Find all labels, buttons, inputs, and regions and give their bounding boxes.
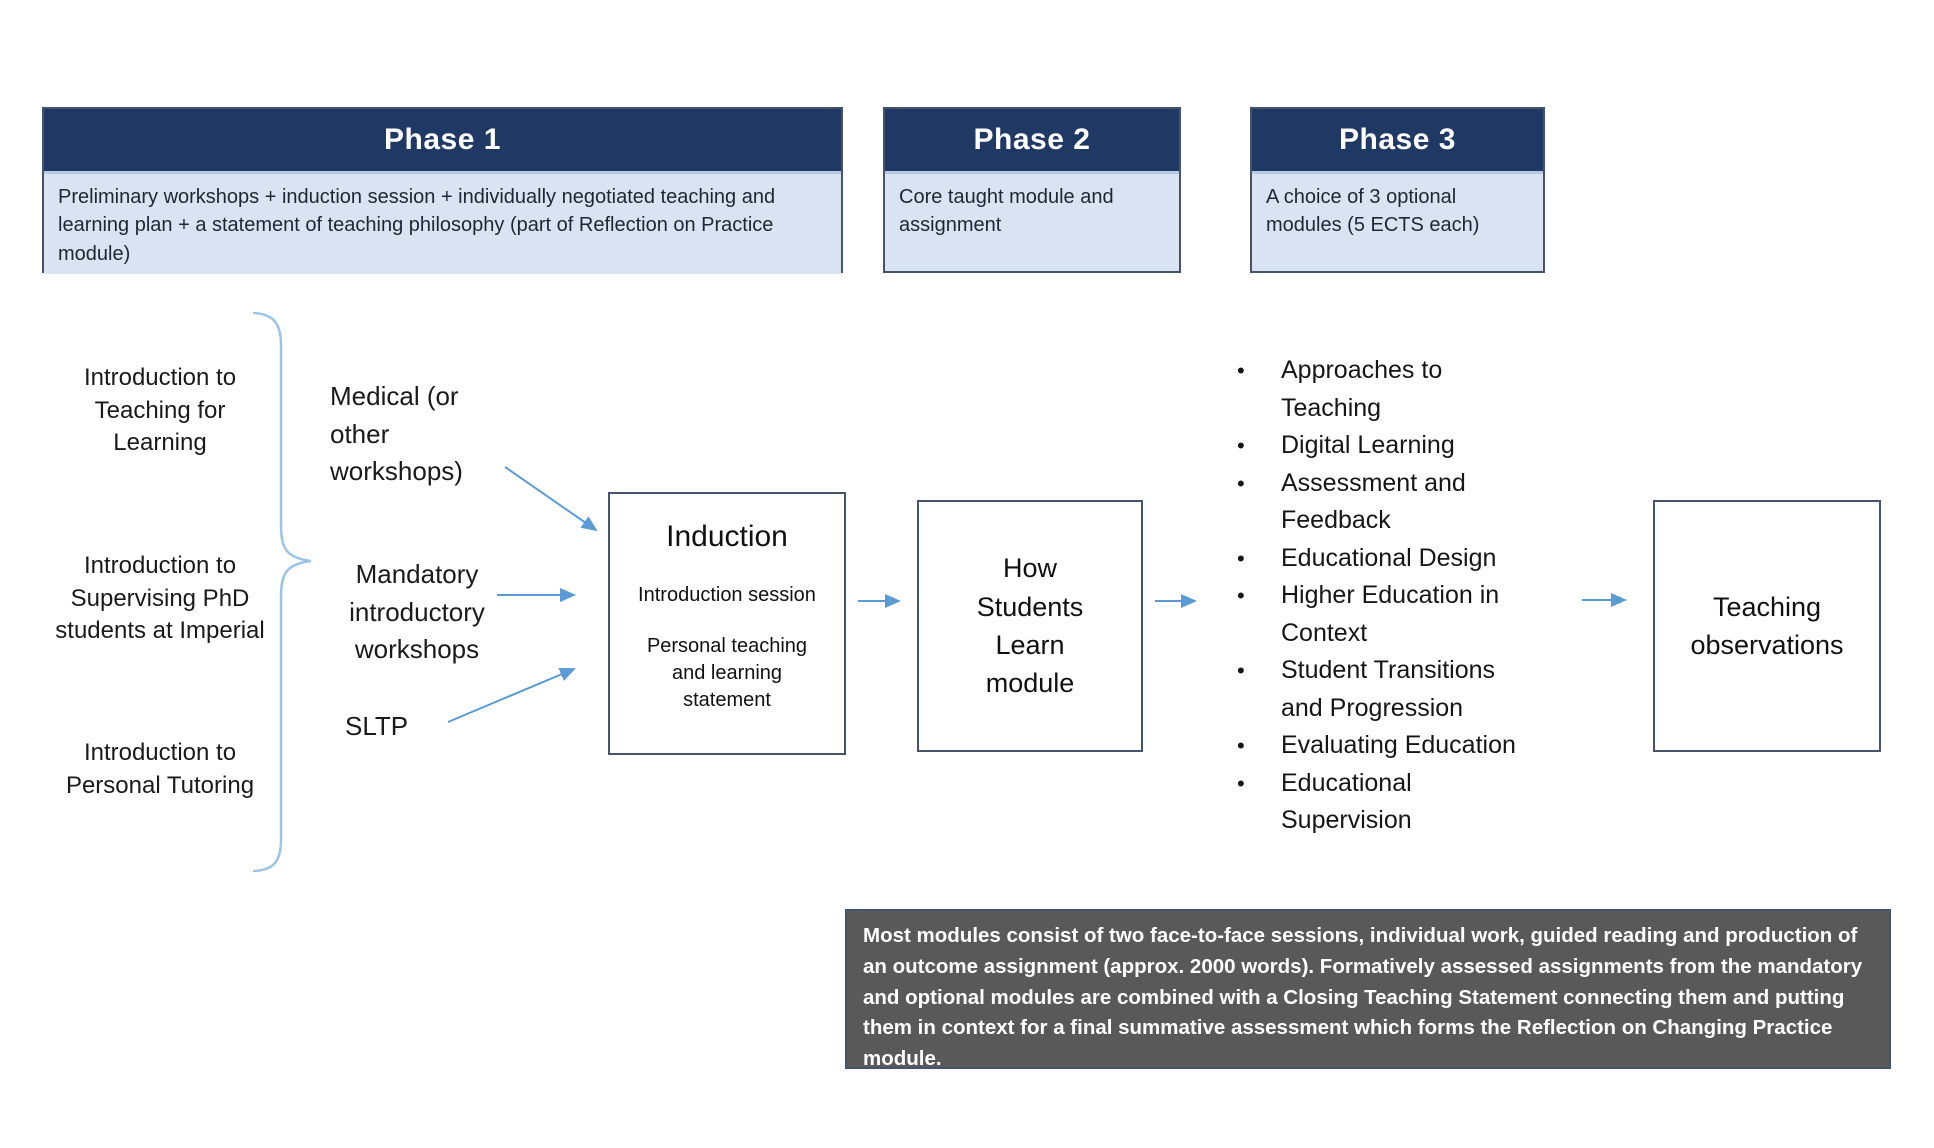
bullet-icon: • [1237, 770, 1245, 796]
phase-2-description: Core taught module and assignment [885, 174, 1179, 271]
list-item: • Digital Learning [1237, 427, 1637, 465]
intro-item-personal-tutoring: Introduction to Personal Tutoring [65, 739, 255, 799]
phase-2-box: Phase 2 Core taught module and assignmen… [883, 107, 1181, 273]
phase-1-title: Phase 1 [44, 109, 841, 174]
induction-session-label: Introduction session [638, 584, 816, 606]
phase-3-title: Phase 3 [1252, 109, 1543, 174]
bullet-icon: • [1237, 545, 1245, 571]
teaching-observations-box: Teaching observations [1653, 500, 1881, 752]
list-item: • Educational Design [1237, 540, 1637, 578]
phase-3-box: Phase 3 A choice of 3 optional modules (… [1250, 107, 1545, 273]
list-item: • Educational Supervision [1237, 765, 1637, 840]
teaching-observations-label: Teaching observations [1690, 591, 1844, 660]
bullet-icon: • [1237, 358, 1245, 383]
bullet-icon: • [1237, 433, 1245, 458]
list-item: • Evaluating Education [1237, 727, 1637, 765]
phase-1-box: Phase 1 Preliminary workshops + inductio… [42, 107, 843, 275]
workshop-item-medical: Medical (or other workshops) [330, 381, 463, 487]
bullet-icon: • [1237, 583, 1245, 608]
how-students-learn-box: How Students Learn module [917, 500, 1143, 752]
module-student-transitions: Student Transitions and Progression [1281, 656, 1496, 722]
list-item: • Assessment and Feedback [1237, 465, 1637, 540]
how-students-learn-label: How Students Learn module [976, 553, 1084, 699]
list-item: • Higher Education in Context [1237, 577, 1637, 652]
bullet-icon: • [1237, 733, 1245, 758]
module-educational-design: Educational Design [1281, 543, 1497, 572]
phase-1-description: Preliminary workshops + induction sessio… [44, 174, 841, 275]
induction-title: Induction [666, 520, 788, 553]
intro-item-supervising-phd: Introduction to Supervising PhD students… [55, 552, 265, 645]
list-item: • Student Transitions and Progression [1237, 652, 1637, 727]
workshop-item-sltp: SLTP [345, 711, 409, 741]
intro-item-teaching-for-learning: Introduction to Teaching for Learning [83, 364, 237, 457]
phase-2-title: Phase 2 [885, 109, 1179, 174]
induction-box: Induction Introduction session Personal … [608, 492, 846, 755]
module-evaluating-education: Evaluating Education [1281, 731, 1516, 759]
workshop-item-mandatory-introductory: Mandatory introductory workshops [349, 559, 485, 665]
phase-3-description: A choice of 3 optional modules (5 ECTS e… [1252, 174, 1543, 271]
module-higher-education-in-context: Higher Education in Context [1281, 581, 1500, 647]
footnote-panel: Most modules consist of two face-to-face… [845, 909, 1891, 1070]
bullet-icon: • [1237, 470, 1245, 496]
list-item: • Approaches to Teaching [1237, 352, 1637, 427]
module-approaches-to-teaching: Approaches to Teaching [1281, 356, 1443, 422]
arrow-sltp-to-induction [447, 667, 576, 723]
module-digital-learning: Digital Learning [1281, 431, 1455, 459]
module-educational-supervision: Educational Supervision [1281, 768, 1412, 835]
optional-modules-list: • Approaches to Teaching • Digital Learnin… [1237, 352, 1637, 840]
module-assessment-and-feedback: Assessment and Feedback [1281, 468, 1466, 535]
bullet-icon: • [1237, 658, 1245, 683]
personal-teaching-statement-label: Personal teaching and learning statement [646, 635, 808, 711]
arrow-medical-to-induction [504, 466, 598, 532]
